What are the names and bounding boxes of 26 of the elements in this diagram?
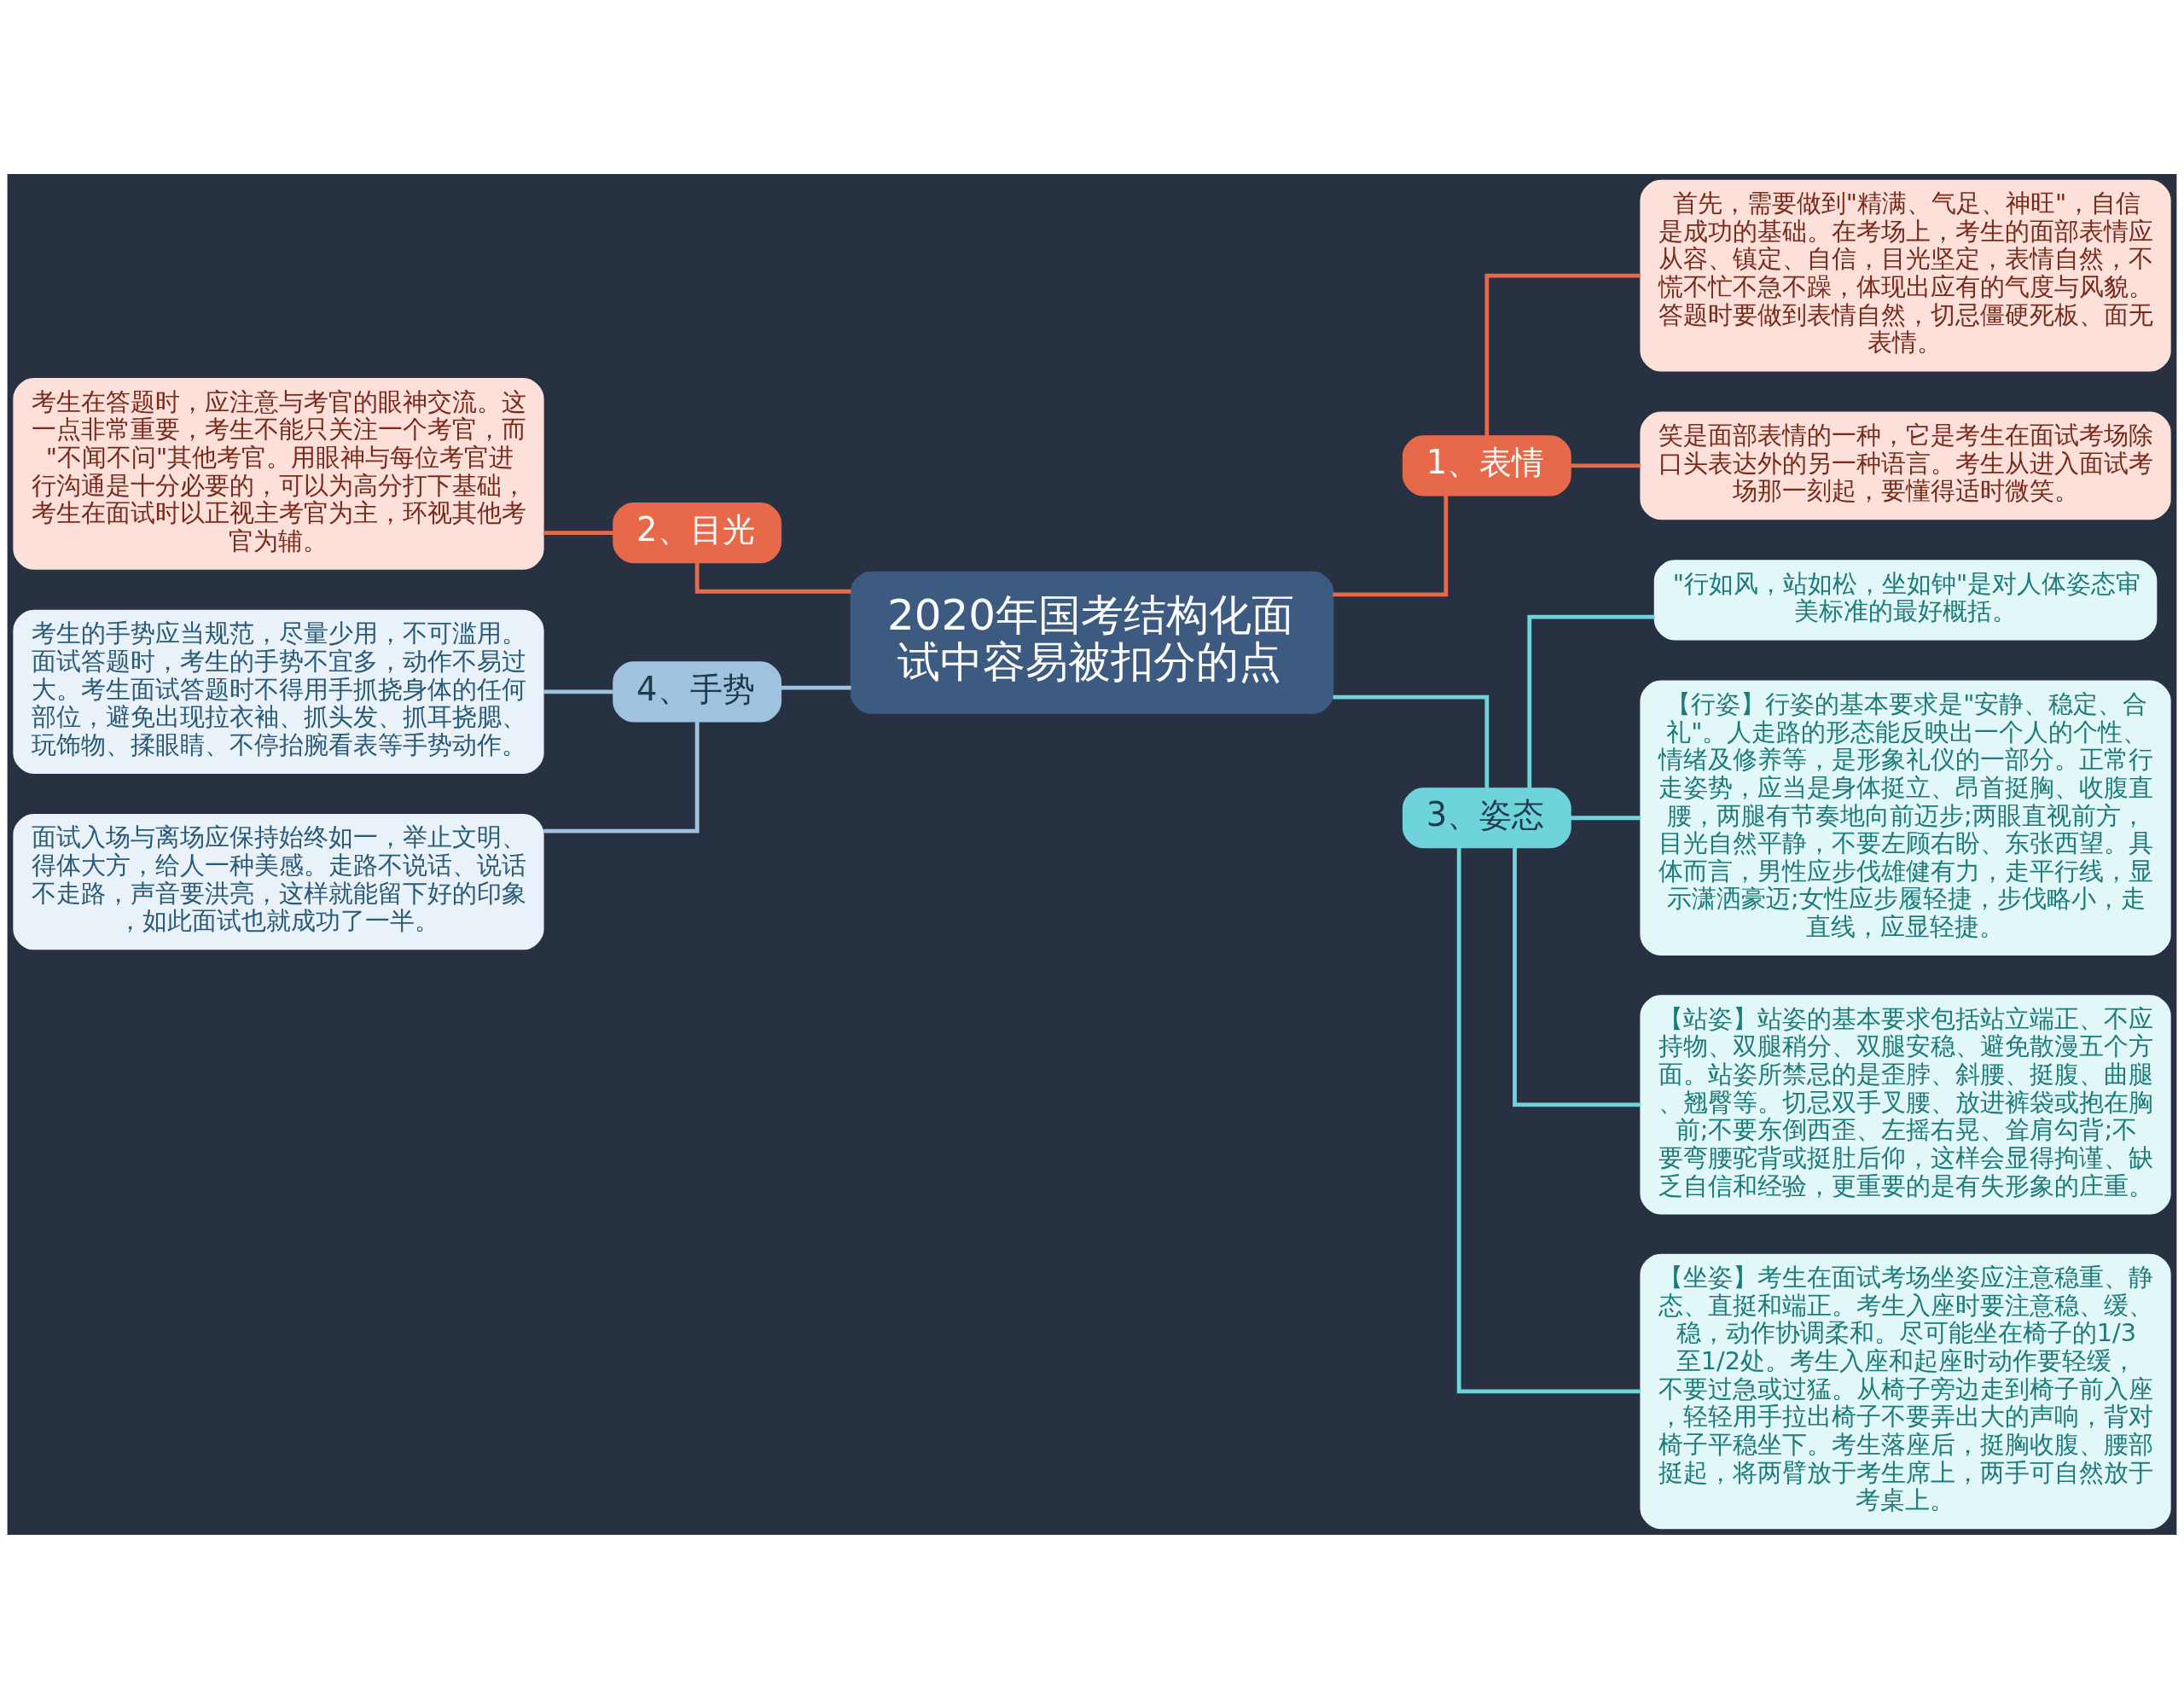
connector [1333, 495, 1449, 596]
node-box: 面试入场与离场应保持始终如一，举止文明、得体大方，给人一种美感。走路不说话、说话不走路，声音要洪亮，这样就能留下好的印象，如此面试也就成功了一半。 [13, 813, 544, 950]
connector [1513, 846, 1641, 1107]
node-box: "行如风，站如松，坐如钟"是对人体姿态审美标准的最好概括。 [1653, 559, 2158, 640]
connector [1527, 614, 1655, 788]
node-box: 【行姿】行姿的基本要求是"安静、稳定、合礼"。人走路的形态能反映出一个人的个性、情绪及修养等，是形象礼仪的一部分。正常行走姿势，应当是身体挺立、昂首挺胸、收腹直腰，两腿有节奏地向前迈步;两眼直视前方，目光自然平静，不要左顾右盼、东张西望。具体而言，男性应步伐雄健有力，走平行线，显示潇洒豪迈;女性应步履轻捷，步伐略小，走直线，应显轻捷。 [1640, 679, 2171, 956]
connector [543, 721, 700, 834]
connector [781, 685, 851, 689]
node-box: 1、表情 [1402, 434, 1571, 496]
node-box: 首先，需要做到"精满、气足、神旺"，自信是成功的基础。在考场上，考生的面部表情应从容、镇定、自信，目光坚定，表情自然，不慌不忙不急不躁，体现出应有的气度与风貌。答题时要做到表情自然，切忌僵硬死板、面无表情。 [1640, 179, 2171, 371]
node-box: 【坐姿】考生在面试考场坐姿应注意稳重、静态、直挺和端正。考生入座时要注意稳、缓、稳，动作协调柔和。尽可能坐在椅子的1/3至1/2处。考生入座和起座时动作要轻缓，不要过急或过猛。从椅子旁边走到椅子前入座，轻轻用手拉出椅子不要弄出大的声响，背对椅子平稳坐下。考生落座后，挺胸收腹、腰部挺起，将两臂放于考生席上，两手可自然放于考桌上。 [1640, 1253, 2171, 1529]
node-box: 考生在答题时，应注意与考官的眼神交流。这一点非常重要，考生不能只关注一个考官，而"不闻不问"其他考官。用眼神与每位考官进行沟通是十分必要的，可以为高分打下基础，考生在面试时以正视主考官为主，环视其他考官为辅。 [13, 377, 544, 570]
node-box: 4、手势 [613, 660, 782, 722]
node-box: 3、姿态 [1402, 787, 1571, 848]
node-box: 【站姿】站姿的基本要求包括站立端正、不应持物、双腿稍分、双腿安稳、避免散漫五个方面。站姿所禁忌的是歪脖、斜腰、挺腹、曲腿、翘臀等。切忌双手叉腰、放进裤袋或抱在胸前;不要东倒西歪、左摇右晃、耸肩勾背;不要弯腰驼背或挺肚后仰，这样会显得拘谨、缺乏自信和经验，更重要的是有失形象的庄重。 [1640, 994, 2171, 1215]
node-box: 2020年国考结构化面试中容易被扣分的点 [850, 571, 1334, 714]
connector [1484, 273, 1641, 436]
connector [1456, 847, 1641, 1393]
connector [543, 530, 613, 535]
node-box: 2、目光 [613, 502, 782, 563]
connector [1333, 694, 1490, 788]
connector [543, 689, 613, 694]
connector [1570, 815, 1641, 820]
node-box: 考生的手势应当规范，尽量少用，不可滥用。面试答题时，考生的手势不宜多，动作不易过大。考生面试答题时不得用手抓挠身体的任何部位，避免出现拉衣袖、抓头发、抓耳挠腮、玩饰物、揉眼睛、不停抬腕看表等手势动作。 [13, 609, 544, 774]
node-box: 笑是面部表情的一种，它是考生在面试考场除口头表达外的另一种语言。考生从进入面试考场那一刻起，要懂得适时微笑。 [1640, 411, 2171, 520]
connector [1570, 462, 1641, 468]
